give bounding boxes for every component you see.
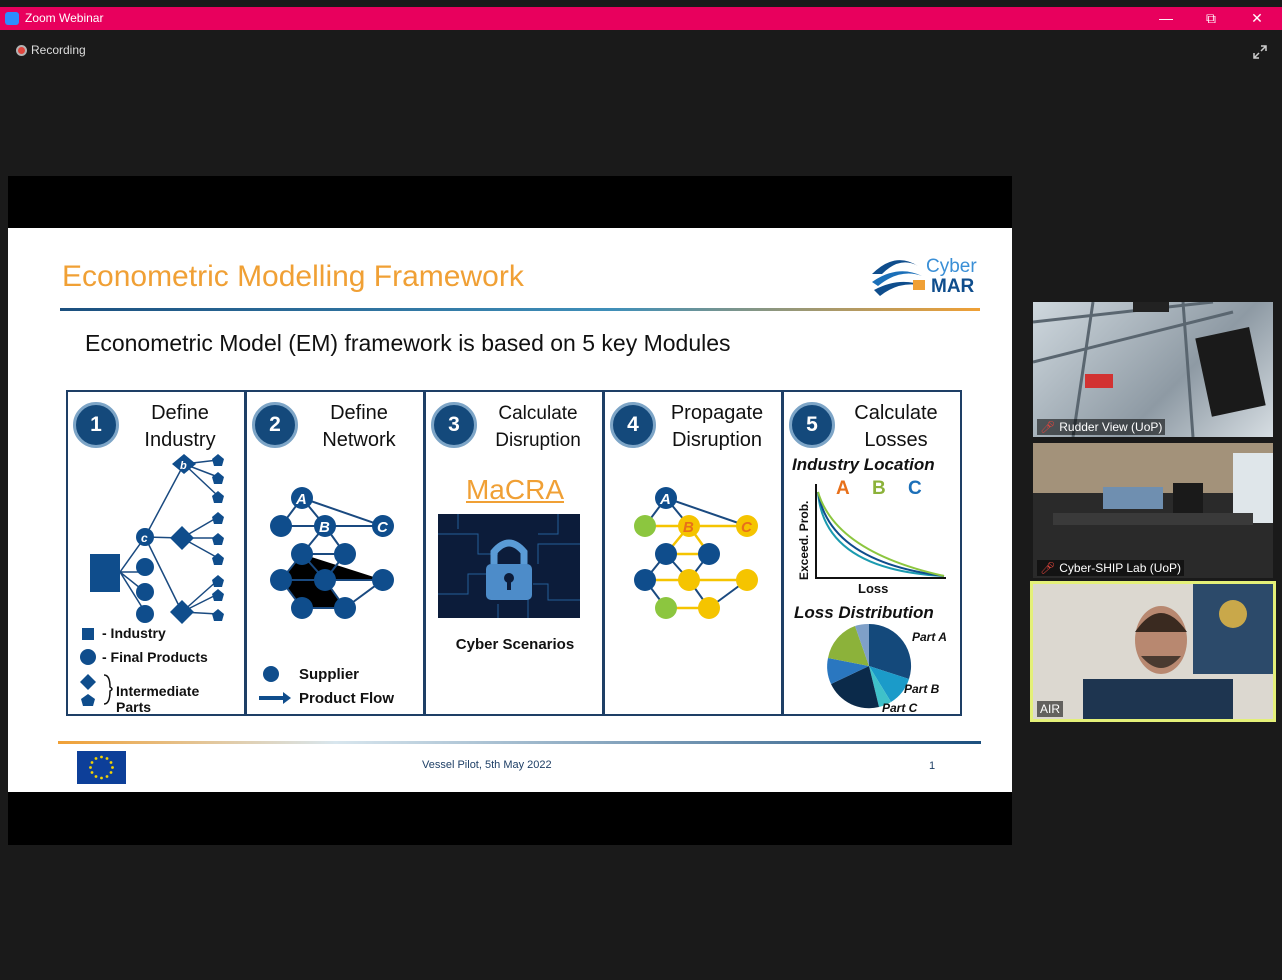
video-frame xyxy=(1033,443,1273,578)
node-b-label: B xyxy=(683,519,694,536)
muted-mic-icon: 🎤︎ xyxy=(1040,561,1056,575)
window-title: Zoom Webinar xyxy=(25,11,104,25)
loss-distribution-heading: Loss Distribution xyxy=(794,603,934,622)
fullscreen-icon[interactable] xyxy=(1252,44,1268,60)
node-c-label: C xyxy=(377,519,389,536)
recording-indicator[interactable]: Recording xyxy=(16,43,86,57)
module-title-line1: Define xyxy=(151,402,209,424)
node-b-label: b xyxy=(180,460,187,472)
module-number: 4 xyxy=(610,402,656,448)
legend-industry: - Industry xyxy=(102,625,166,641)
module-number: 1 xyxy=(73,402,119,448)
eu-flag-icon xyxy=(77,751,126,784)
legend-parts: Parts xyxy=(116,699,151,714)
cyber-lock-image xyxy=(438,514,580,618)
legend-final-products: - Final Products xyxy=(102,649,208,665)
participant-name: Cyber-SHIP Lab (UoP) xyxy=(1059,561,1182,575)
presentation-slide: Econometric Modelling Framework Cyber MA… xyxy=(8,228,1012,792)
participant-video-air-active-speaker[interactable]: AIR xyxy=(1030,581,1276,722)
video-frame xyxy=(1033,584,1273,719)
logo-mar-text: MAR xyxy=(931,276,975,297)
loss-axis-label: Loss xyxy=(858,581,888,596)
minimize-button[interactable]: — xyxy=(1159,10,1173,26)
industry-location-heading: Industry Location xyxy=(792,455,935,474)
module-number: 2 xyxy=(252,402,298,448)
module-title-line2: Disruption xyxy=(495,430,581,451)
location-c: C xyxy=(908,478,922,499)
participant-name-tag: AIR xyxy=(1037,701,1064,717)
legend-product-flow: Product Flow xyxy=(299,690,394,707)
cyber-scenarios-label: Cyber Scenarios xyxy=(455,636,575,653)
node-c-label: c xyxy=(141,531,148,545)
module-title-line2: Industry xyxy=(144,429,216,451)
node-b-label: B xyxy=(319,519,330,536)
slide-page-number: 1 xyxy=(929,760,936,772)
participant-name-tag: 🎤︎Rudder View (UoP) xyxy=(1037,419,1166,435)
participant-video-rudder-view[interactable]: 🎤︎Rudder View (UoP) xyxy=(1033,302,1273,437)
participant-video-cyber-ship-lab[interactable]: 🎤︎Cyber-SHIP Lab (UoP) xyxy=(1033,443,1273,578)
part-a-label: Part A xyxy=(912,630,947,644)
cybermar-logo: Cyber MAR xyxy=(872,256,977,297)
logo-cyber-text: Cyber xyxy=(926,256,977,277)
module-title-line1: Calculate xyxy=(854,402,938,424)
location-a: A xyxy=(836,478,850,499)
video-frame xyxy=(1033,302,1266,437)
participant-name: Rudder View (UoP) xyxy=(1059,420,1163,434)
record-icon xyxy=(16,45,27,56)
module-number: 3 xyxy=(431,402,477,448)
location-b: B xyxy=(872,478,886,499)
loss-charts: Industry Location A B C Exceed. Prob. Lo… xyxy=(792,455,947,714)
module-title-line2: Losses xyxy=(864,429,928,451)
part-b-label: Part B xyxy=(904,682,940,696)
module-number: 5 xyxy=(789,402,835,448)
title-bar: Zoom Webinar — ⧉ ✕ xyxy=(0,7,1282,30)
legend-intermediate: Intermediate xyxy=(116,683,199,699)
participant-name-tag: 🎤︎Cyber-SHIP Lab (UoP) xyxy=(1037,560,1185,576)
node-a-label: A xyxy=(295,491,307,508)
zoom-app-icon xyxy=(5,12,19,25)
part-c-label: Part C xyxy=(882,701,918,714)
footer-rule xyxy=(58,741,981,744)
module-title-line2: Network xyxy=(322,429,396,451)
propagation-network-diagram: A B C xyxy=(634,487,758,619)
title-rule xyxy=(60,308,980,311)
restore-button[interactable]: ⧉ xyxy=(1206,10,1216,26)
participant-name: AIR xyxy=(1040,702,1061,716)
module-title-line1: Define xyxy=(330,402,388,424)
slide-title: Econometric Modelling Framework xyxy=(62,260,524,293)
legend-supplier: Supplier xyxy=(299,666,359,683)
network-diagram: A B C Supplier Product Flow xyxy=(259,487,394,707)
slide-subtitle: Econometric Model (EM) framework is base… xyxy=(85,330,731,356)
close-button[interactable]: ✕ xyxy=(1251,10,1263,26)
industry-tree-diagram: c b - Industry - xyxy=(80,454,224,714)
exceed-prob-axis-label: Exceed. Prob. xyxy=(797,501,811,580)
recording-label: Recording xyxy=(31,43,86,57)
module-title-line2: Disruption xyxy=(671,429,763,451)
shared-screen: Econometric Modelling Framework Cyber MA… xyxy=(8,176,1012,845)
slide-footer: Vessel Pilot, 5th May 2022 xyxy=(422,759,552,771)
node-c-label: C xyxy=(741,519,753,536)
module-title-line1: Propagate xyxy=(670,402,764,424)
module-title-line1: Calculate xyxy=(498,403,578,424)
macra-link[interactable]: MaCRA xyxy=(465,474,564,505)
node-a-label: A xyxy=(659,491,671,508)
muted-mic-icon: 🎤︎ xyxy=(1040,420,1056,434)
